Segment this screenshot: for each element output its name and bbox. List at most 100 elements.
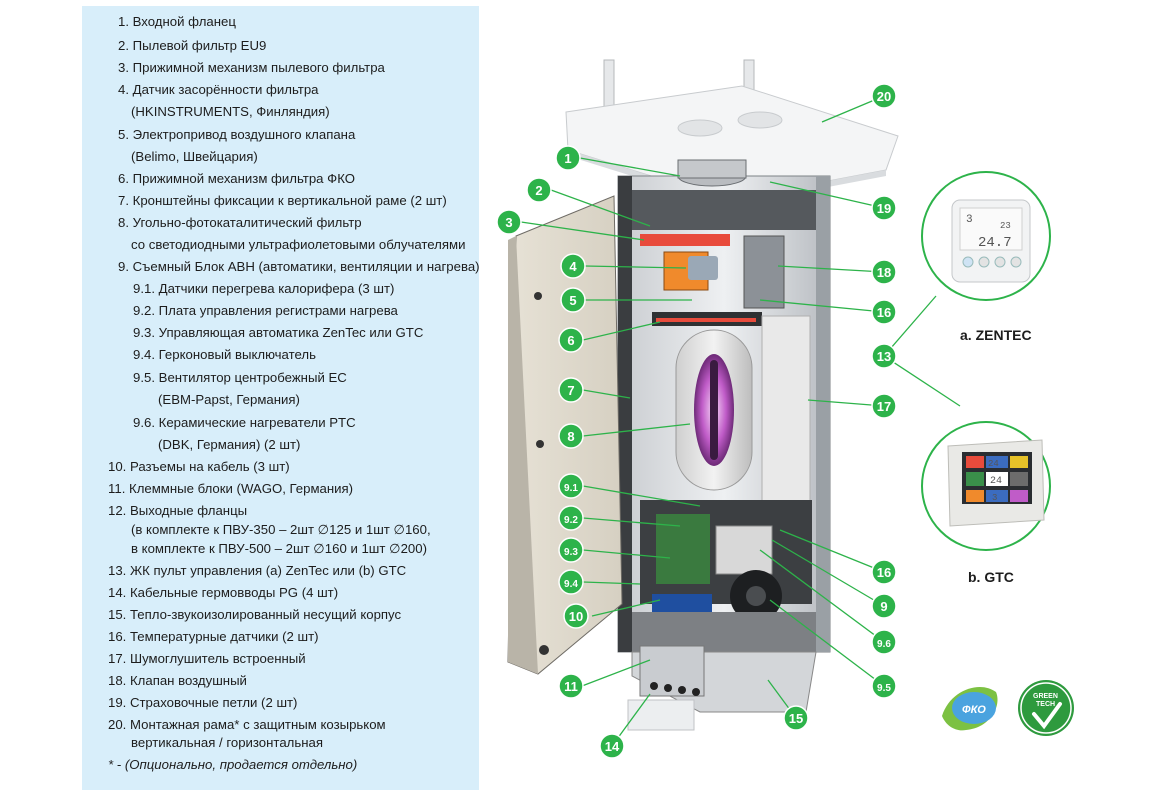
callout-number: 6 [567, 333, 574, 348]
callout-number: 17 [877, 399, 891, 414]
gtc-screen-a: 24 [988, 459, 999, 469]
fko-logo: ФКО [942, 686, 998, 731]
callout-number: 10 [569, 609, 583, 624]
gtc-tile [1010, 490, 1028, 502]
legend-item: 9.5. Вентилятор центробежный EC [133, 370, 347, 385]
callout-number: 9.1 [564, 483, 578, 494]
legend-item: 4. Датчик засорённости фильтра [118, 82, 319, 97]
mounting-rail [603, 59, 615, 109]
callout-number: 2 [535, 183, 542, 198]
legend-item: 9.4. Герконовый выключатель [133, 347, 316, 362]
callout-number: 9.5 [877, 683, 891, 694]
gtc-tile [986, 472, 1008, 486]
checkmark-icon [1032, 702, 1062, 730]
callout-bubble [871, 393, 897, 419]
callout-bubble [871, 343, 897, 369]
callout-bubble [871, 83, 897, 109]
callout-bubble [871, 299, 897, 325]
gtc-tile [966, 456, 984, 468]
silencer [761, 315, 811, 513]
gtc-caption: b. GTC [968, 569, 1014, 585]
callout-bubble [871, 559, 897, 585]
leader-lines [520, 95, 961, 747]
fko-logo-text: ФКО [962, 704, 986, 716]
callout-bubble [526, 177, 552, 203]
legend-item: 10. Разъемы на кабель (3 шт) [108, 459, 290, 474]
legend-item: (EBM-Papst, Германия) [158, 392, 300, 407]
legend-item: 3. Прижимной механизм пылевого фильтра [118, 60, 385, 75]
zentec-caption: a. ZENTEC [960, 327, 1032, 343]
door-latch [534, 292, 542, 300]
callout-bubble [563, 603, 589, 629]
cable-gland [650, 682, 658, 690]
canopy-hole [677, 119, 723, 137]
callout-number: 9.4 [564, 579, 578, 590]
callout-bubble [558, 569, 584, 595]
legend-item: 15. Тепло-звукоизолированный несущий кор… [108, 607, 402, 622]
callout-bubble [871, 629, 897, 655]
door-hinge [539, 645, 549, 655]
callout-bubble [558, 473, 584, 499]
legend-item: 13. ЖК пульт управления (a) ZenTec или (… [108, 563, 407, 578]
legend-item: 19. Страховочные петли (2 шт) [108, 695, 298, 710]
legend-item: 18. Клапан воздушный [108, 673, 247, 688]
legend-item: 20. Монтажная рама* с защитным козырьком [108, 717, 386, 732]
cable-gland [664, 684, 672, 692]
filter-sensor [688, 256, 718, 280]
zentec-button [962, 256, 974, 268]
legend-item: 5. Электропривод воздушного клапана [118, 127, 356, 142]
callout-bubble [871, 259, 897, 285]
air-damper [743, 235, 785, 309]
cable-gland [678, 686, 686, 694]
legend-item: 6. Прижимной механизм фильтра ФКО [118, 171, 355, 186]
legend-item: * - (Опционально, продается отдельно) [108, 757, 358, 772]
callout-number: 16 [877, 305, 891, 320]
canopy-hole [737, 111, 783, 129]
callout-number: 8 [567, 429, 574, 444]
legend-item: 9.1. Датчики перегрева калорифера (3 шт) [133, 281, 395, 296]
gtc-tile [986, 456, 1008, 468]
door-latch [536, 440, 544, 448]
legend-item: 17. Шумоглушитель встроенный [108, 651, 306, 666]
callout-number: 7 [567, 383, 574, 398]
legend-item: (в комплекте к ПВУ-350 – 2шт ∅125 и 1шт … [131, 522, 431, 537]
legend-item: со светодиодными ультрафиолетовыми облуч… [131, 237, 466, 252]
callout-bubble [783, 705, 809, 731]
zentec-button [978, 256, 990, 268]
fko-pressure-strip [656, 318, 756, 322]
callout-group: 123456789.19.29.39.4101114159.59.6916171… [496, 83, 897, 759]
callout-bubble [871, 593, 897, 619]
control-board [656, 514, 710, 584]
callout-bubble [558, 505, 584, 531]
green-tech-logo: GREEN TECH [1018, 680, 1074, 736]
callout-bubble [599, 733, 625, 759]
legend-item: 14. Кабельные гермовводы PG (4 шт) [108, 585, 339, 600]
gtc-screen-b: 24 [990, 476, 1002, 487]
legend-item: 7. Кронштейны фиксации к вертикальной ра… [118, 193, 447, 208]
zentec-screen-b: 23 [1000, 221, 1011, 231]
callout-number: 9.2 [564, 515, 578, 526]
uv-lamp-core [710, 360, 718, 460]
door-edge [508, 236, 538, 674]
frame-post-right [816, 176, 830, 652]
frame-post-left [618, 176, 632, 652]
callout-bubble [558, 423, 584, 449]
zentec-button [1010, 256, 1022, 268]
cable-gland [692, 688, 700, 696]
callout-bubble [871, 673, 897, 699]
callout-number: 9.3 [564, 547, 578, 558]
zentec-screen-c: 24.7 [978, 235, 1012, 251]
legend-item: (HKINSTRUMENTS, Финляндия) [131, 104, 330, 119]
callout-number: 5 [569, 293, 576, 308]
callout-number: 14 [605, 739, 620, 754]
legend-item: 9.6. Керамические нагреватели PTC [133, 415, 356, 430]
legend-item: 11. Клеммные блоки (WAGO, Германия) [108, 481, 354, 496]
callout-number: 18 [877, 265, 891, 280]
mounting-foot [627, 699, 695, 731]
callout-bubble [558, 377, 584, 403]
callout-number: 20 [877, 89, 891, 104]
gtc-tile [986, 490, 1008, 502]
legend-item: 9. Съемный Блок АВН (автоматики, вентиля… [118, 259, 480, 274]
legend-item: 9.3. Управляющая автоматика ZenTec или G… [133, 325, 424, 340]
